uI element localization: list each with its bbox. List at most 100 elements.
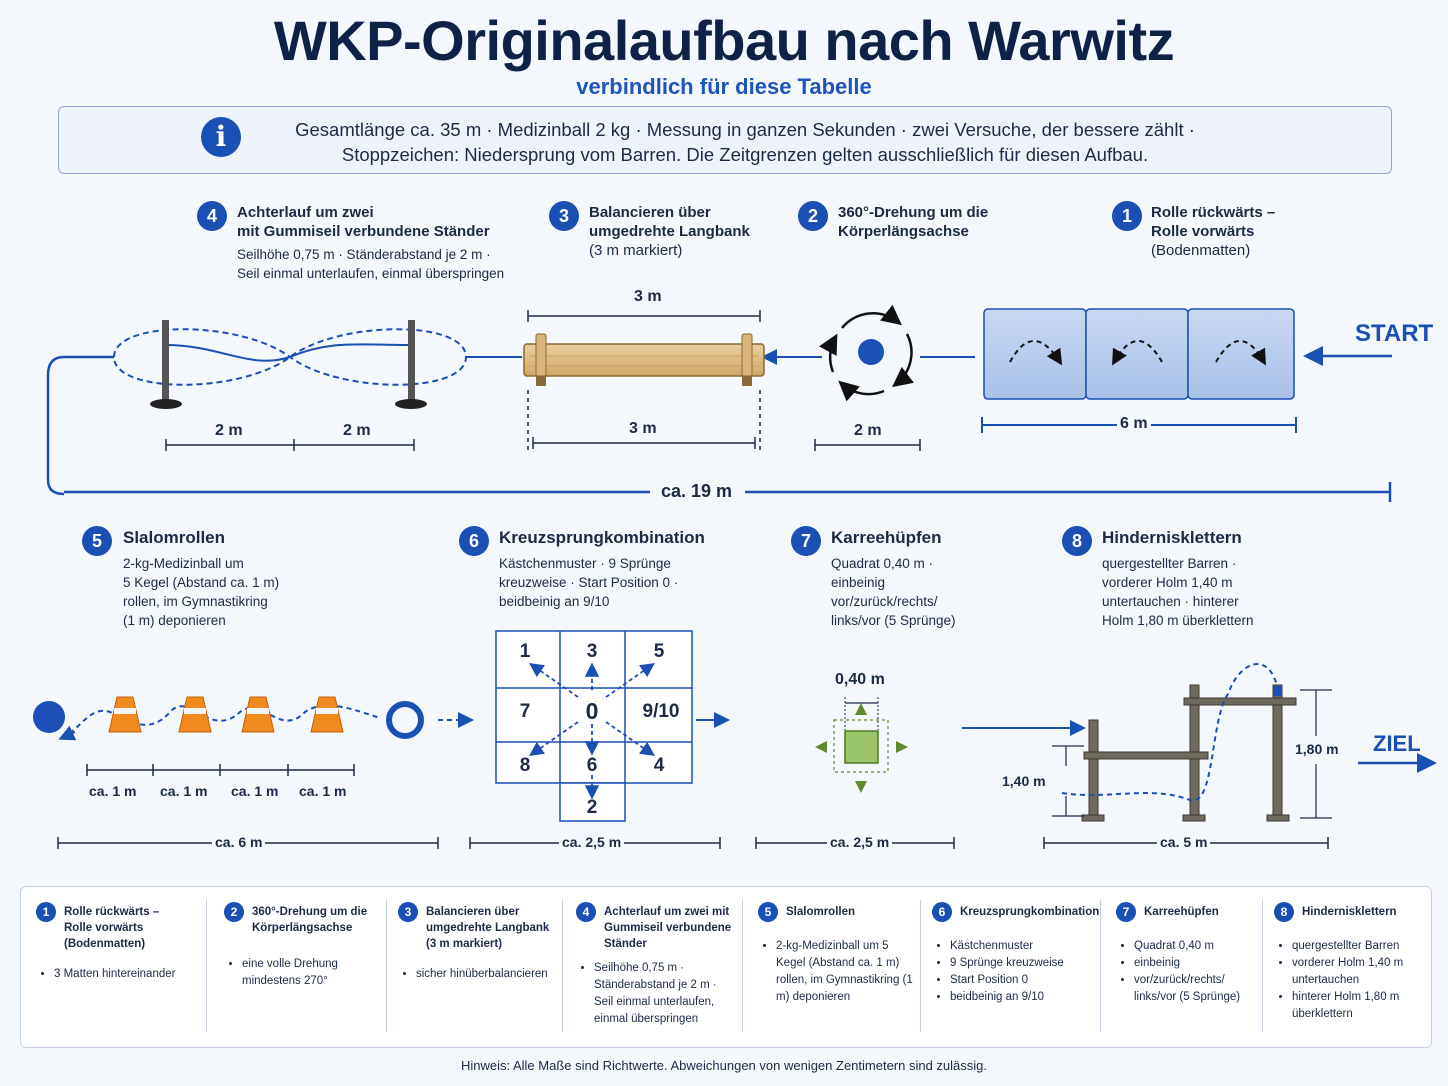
station-desc-line: Seil einmal unterlaufen, einmal überspri… [237,266,505,281]
summary-divider [1262,900,1263,1032]
dim-label-row1: ca. 19 m [658,481,736,502]
station-desc-line: (1 m) deponieren [123,613,226,628]
summary-item: hinterer Holm 1,80 m überklettern [1292,989,1427,1023]
station-title-2: 360°-Drehung um die Körperlängsachse [838,203,988,241]
grid-number: 2 [586,797,598,818]
summary-item: 3 Matten hintereinander [54,966,175,983]
grid-number: 7 [519,701,531,722]
figure-eight [112,320,468,409]
summary-badge: 4 [576,902,596,922]
station-desc-line: links/vor (5 Sprünge) [831,613,956,628]
grid-number: 6 [586,755,598,776]
square-hop [815,697,908,793]
info-text: Gesamtlänge ca. 35 m · Medizinball 2 kg … [250,117,1240,167]
dimension-bench-bottom [527,390,761,452]
grid-number: 1 [519,641,531,662]
station-desc-8: quergestellter Barren · vorderer Holm 1,… [1102,554,1254,630]
station-desc-line: quergestellter Barren · [1102,556,1237,571]
station-desc-line: untertauchen · hinterer [1102,594,1239,609]
station-title-line: umgedrehte Langbank [589,223,750,240]
route-connector [46,355,114,496]
dim-label-bars-total: ca. 5 m [1157,834,1211,850]
summary-badge: 3 [398,902,418,922]
grid-number: 8 [519,755,531,776]
summary-col-1: 1 Rolle rückwärts – Rolle vorwärts (Bode… [36,898,201,1034]
station-desc-line: vorderer Holm 1,40 m [1102,575,1233,590]
station-desc-line: Quadrat 0,40 m · [831,556,934,571]
dimension-slalom-gaps [86,764,355,776]
spin-symbol [819,304,914,402]
station-desc-line: Holm 1,80 m überklettern [1102,613,1254,628]
station-title-line: 360°-Drehung um die [838,204,989,221]
summary-title: 360°-Drehung um die Körperlängsachse [252,904,367,936]
summary-item: vor/zurück/rechts/ links/vor (5 Sprünge) [1134,972,1254,1006]
summary-title: Achterlauf um zwei mit Gummiseil verbund… [604,904,731,952]
dim-label-slalom-gap: ca. 1 m [157,783,211,799]
summary-list: Seilhöhe 0,75 m · Ständerabstand je 2 m … [582,960,734,1028]
station-title-line: Rolle rückwärts – [1151,204,1276,221]
page-title: WKP-Originalaufbau nach Warwitz [273,9,1175,72]
summary-panel [20,886,1432,1048]
station-title-line: Rolle vorwärts [1151,223,1255,240]
summary-col-6: 6 Kreuzsprungkombination Kästchenmuster … [932,898,1104,1034]
dim-label-bar-high: 1,80 m [1292,741,1342,757]
summary-title-line: umgedrehte Langbank [426,922,550,934]
summary-divider [742,900,743,1032]
summary-title-line: (3 m markiert) [426,938,503,950]
summary-title: Kreuzsprungkombination [960,904,1099,920]
dim-label-fig8-a: 2 m [212,422,246,440]
summary-item: 9 Sprünge kreuzweise [950,955,1064,972]
summary-item: vorderer Holm 1,40 m untertauchen [1292,955,1427,989]
summary-col-2: 2 360°-Drehung um die Körperlängsachse e… [224,898,384,1034]
ziel-label: ZIEL [1373,731,1421,756]
grid-number: 3 [586,641,598,662]
station-badge-1: 1 [1112,201,1142,231]
station-desc-4: Seilhöhe 0,75 m · Ständerabstand je 2 m … [237,245,504,283]
station-title-line: Körperlängsachse [838,223,969,240]
station-title-line: (Bodenmatten) [1151,242,1251,259]
summary-item: Kästchenmuster [950,938,1064,955]
summary-col-4: 4 Achterlauf um zwei mit Gummiseil verbu… [576,898,736,1034]
parallel-bars [962,663,1437,822]
summary-title-line: Körperlängsachse [252,922,353,934]
summary-divider [386,900,387,1032]
summary-title-line: Hindernisklettern [1302,906,1397,918]
station-desc-7: Quadrat 0,40 m · einbeinig vor/zurück/re… [831,554,956,630]
summary-list: Quadrat 0,40 m einbeinig vor/zurück/rech… [1122,938,1254,1006]
dim-label-mats: 6 m [1117,415,1151,433]
station-badge-4: 4 [197,201,227,231]
station-badge-7: 7 [791,526,821,556]
summary-col-5: 5 Slalomrollen 2-kg-Medizinball um 5 Keg… [758,898,918,1034]
start-label: START [1355,320,1434,347]
station-badge-6: 6 [459,526,489,556]
summary-title: Karreehüpfen [1144,904,1219,920]
station-title-5: Slalomrollen [123,528,226,547]
summary-list: 3 Matten hintereinander [42,966,175,983]
summary-badge: 5 [758,902,778,922]
station-desc-line: rollen, im Gymnastikring [123,594,268,609]
station-badge-8: 8 [1062,526,1092,556]
dim-label-square-size: 0,40 m [832,671,888,689]
summary-list: Kästchenmuster 9 Sprünge kreuzweise Star… [938,938,1064,1006]
summary-title-line: Kreuzsprungkombination [960,906,1100,918]
summary-item: 2-kg-Medizinball um 5 Kegel (Abstand ca.… [776,938,916,1006]
summary-title-line: Karreehüpfen [1144,906,1219,918]
summary-item: einbeinig [1134,955,1254,972]
summary-title-line: Rolle rückwärts – [64,906,160,918]
dimension-bar-high [1300,689,1332,819]
station-desc-line: 2-kg-Medizinball um [123,556,244,571]
summary-divider [1100,900,1101,1032]
station-title-7: Karreehüpfen [831,528,942,547]
station-badge-5: 5 [82,526,112,556]
summary-badge: 8 [1274,902,1294,922]
summary-item: quergestellter Barren [1292,938,1427,955]
summary-title: Hindernisklettern [1302,904,1397,920]
station-title-line: (3 m markiert) [589,242,683,259]
grid-number: 5 [653,641,665,662]
station-title-4: Achterlauf um zwei mit Gummiseil verbund… [237,203,490,241]
footnote: Hinweis: Alle Maße sind Richtwerte. Abwe… [460,1058,988,1073]
dim-label-bar-low: 1,40 m [999,773,1049,789]
balance-bench [523,333,765,386]
info-icon: i [201,117,241,157]
